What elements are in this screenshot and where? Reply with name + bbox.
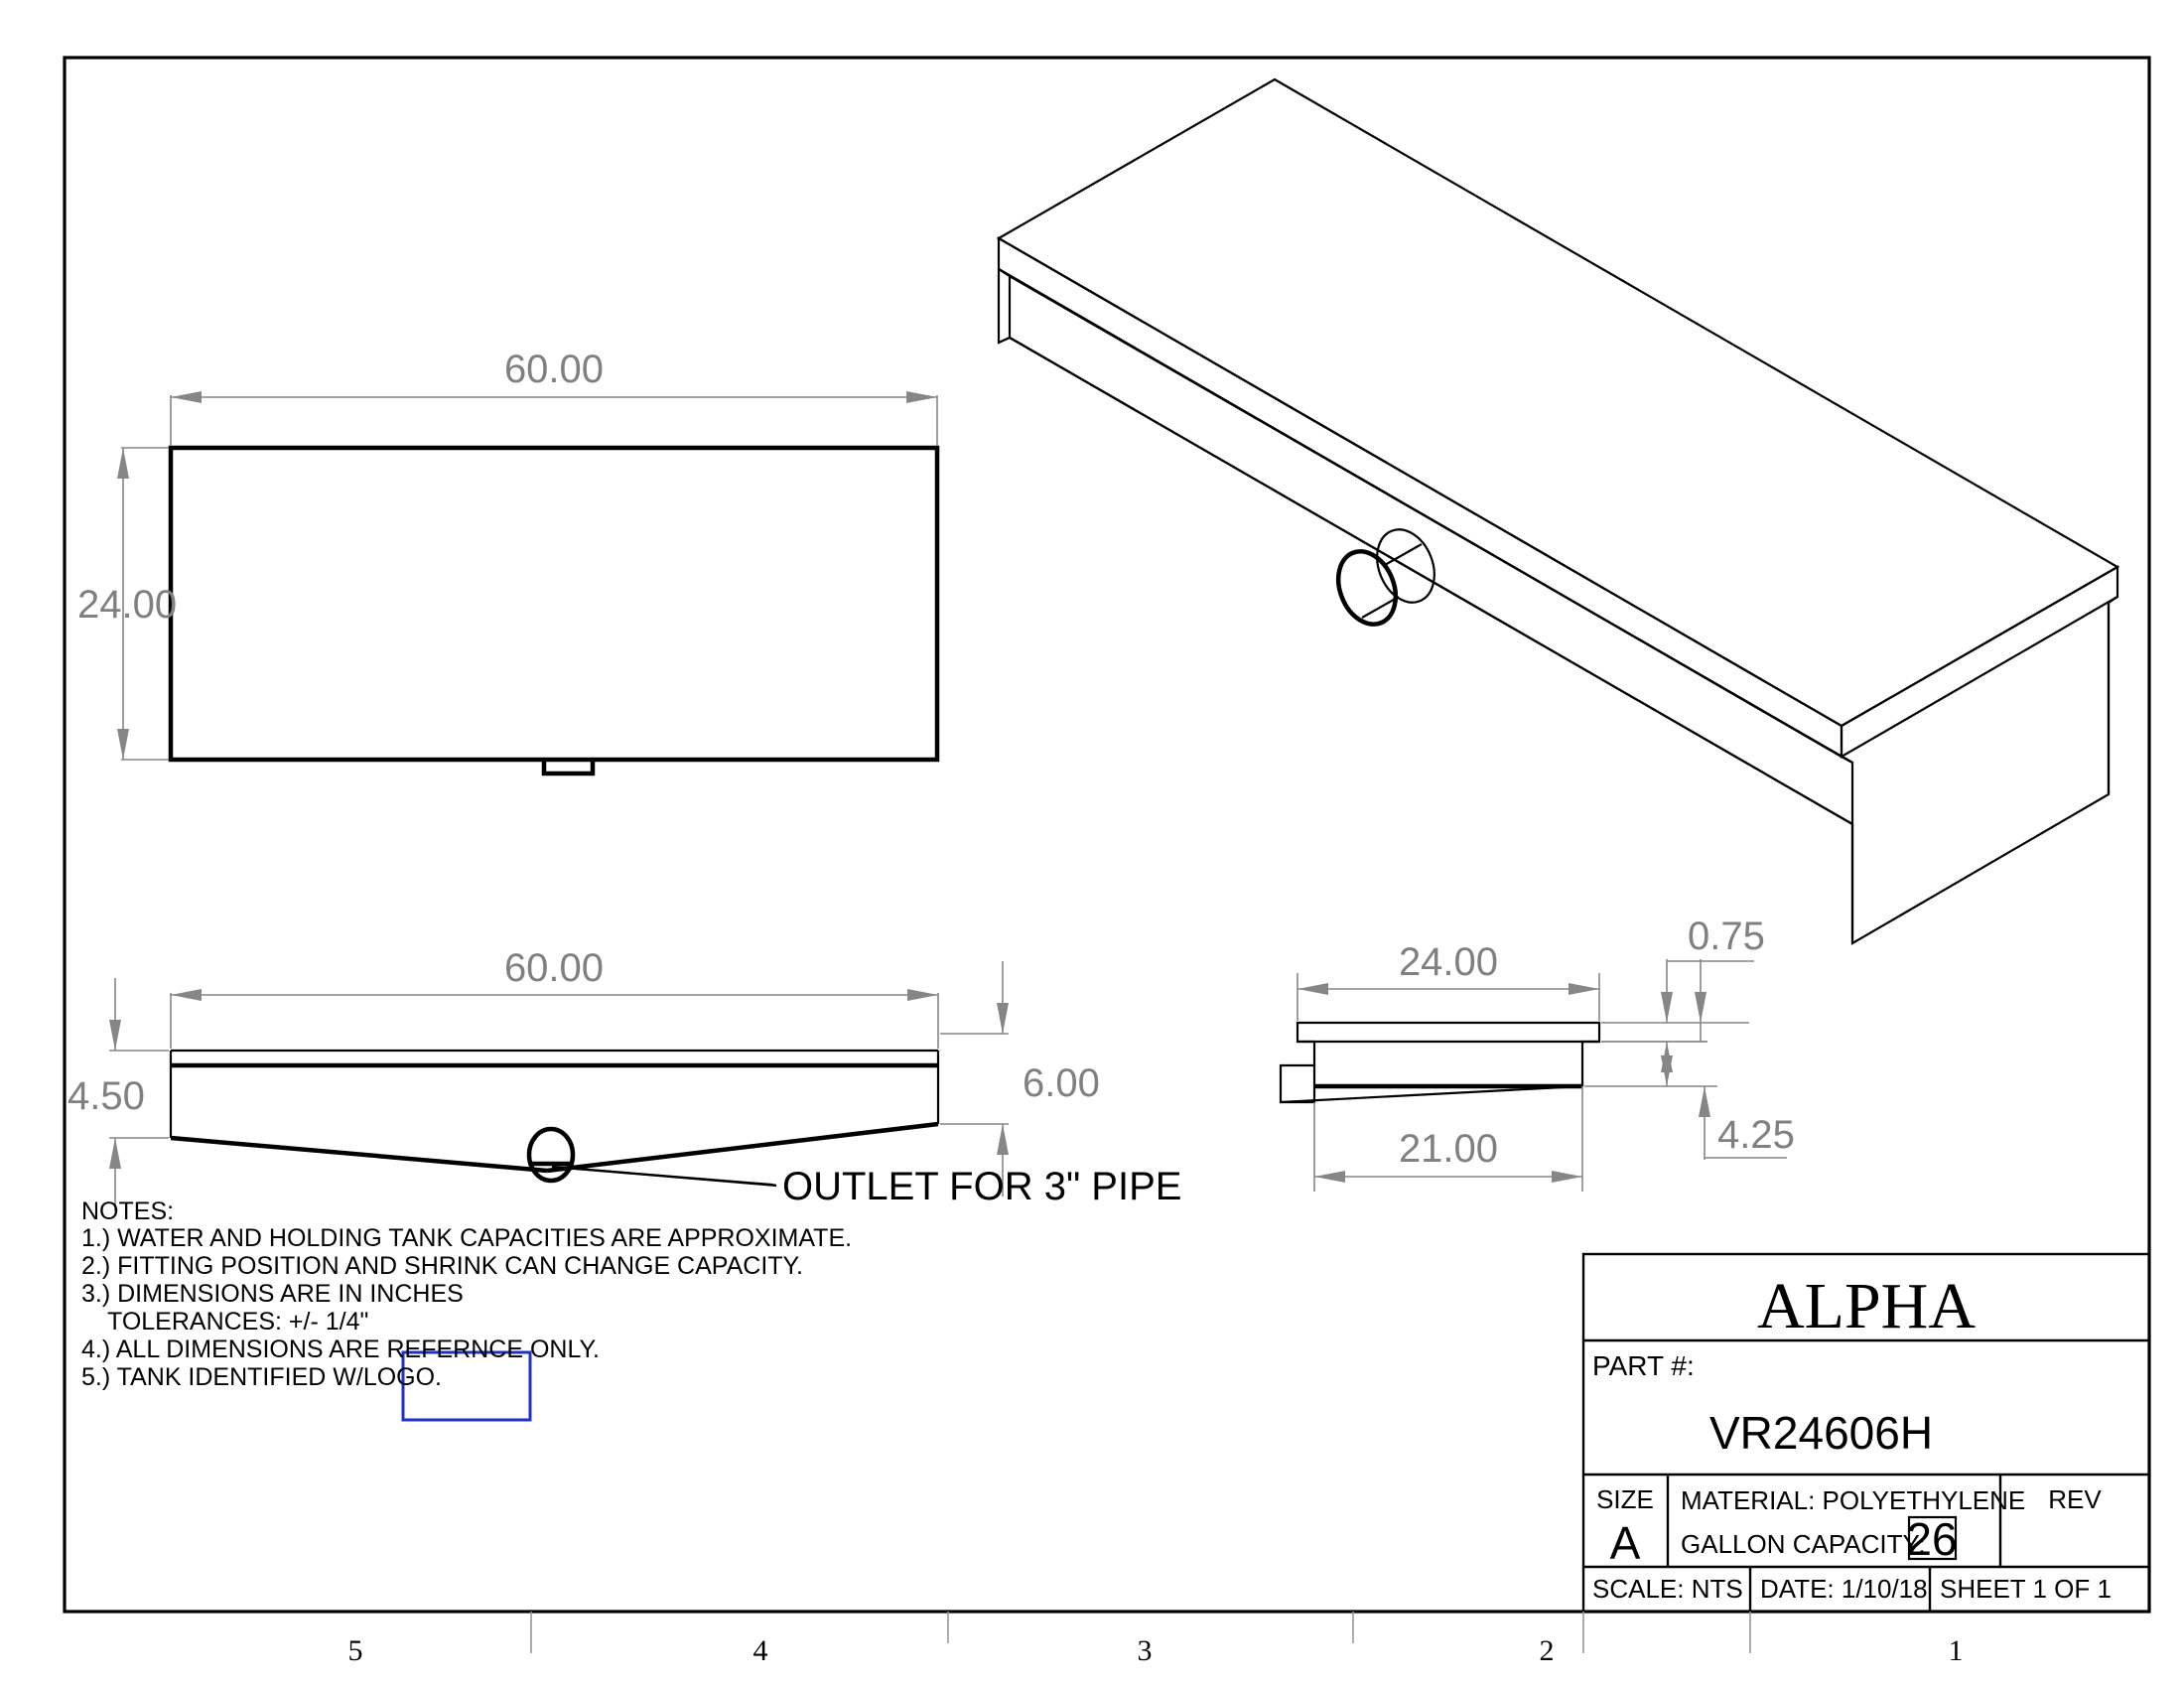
iso-outlet-pipe [1335, 528, 1435, 627]
top-view [168, 445, 940, 776]
gallon-capacity-label: GALLON CAPACITY: [1681, 1529, 1926, 1559]
front-view-length-dimension [170, 989, 939, 1049]
top-view-width-dim-label: 60.00 [504, 348, 604, 391]
sheet-border [63, 56, 2151, 1614]
top-view-outlet-tab [541, 760, 596, 776]
side-view-flange-dim-label: 0.75 [1688, 914, 1765, 958]
zone-ticks [530, 1612, 1751, 1653]
outlet-leader [551, 1165, 777, 1188]
iso-outlet-top-edge [1384, 543, 1423, 566]
side-view-inner-width-dim-label: 21.00 [1399, 1127, 1498, 1171]
side-view-left-step [1297, 1040, 1316, 1065]
logo-placeholder-box [401, 1350, 532, 1422]
part-number-value: VR24606H [1709, 1407, 1933, 1459]
outlet-leader-line-2 [551, 1165, 777, 1188]
side-view-overall-width-dim-label: 24.00 [1399, 940, 1498, 984]
side-view-body-height-dim-label: 4.25 [1717, 1113, 1795, 1157]
top-view-width-dimension [170, 391, 938, 446]
front-view-outlet-circle [526, 1126, 576, 1184]
front-view-bottom-slope-left [170, 1135, 548, 1174]
note-item-2: 2.) FITTING POSITION AND SHRINK CAN CHAN… [81, 1252, 803, 1280]
zone-number-5: 5 [348, 1634, 363, 1667]
company-logo-text: ALPHA [1757, 1270, 1976, 1342]
side-view-inner-width-dimension [1313, 1086, 1583, 1192]
gallon-capacity-value: 26 [1906, 1513, 1957, 1565]
front-view-left-height-dimension [109, 978, 169, 1211]
zone-number-2: 2 [1540, 1634, 1555, 1667]
zone-number-4: 4 [753, 1634, 768, 1667]
side-view-overall-width-dimension [1297, 973, 1600, 1021]
side-view-outer-bottom [1280, 1084, 1583, 1104]
size-value: A [1610, 1517, 1641, 1569]
zone-number-3: 3 [1138, 1634, 1153, 1667]
material-label: MATERIAL: POLYETHYLENE [1681, 1485, 2025, 1515]
front-view-length-dim-label: 60.00 [504, 946, 604, 990]
isometric-view [996, 77, 2120, 945]
side-view [1279, 1021, 1601, 1104]
size-label: SIZE [1596, 1484, 1654, 1514]
title-block-grid [1581, 1252, 2151, 1614]
date-label: DATE: 1/10/18 [1760, 1574, 1928, 1604]
front-view-right-height-dimension [940, 961, 1009, 1196]
side-view-right-step [1580, 1040, 1599, 1086]
part-number-label: PART #: [1592, 1350, 1695, 1381]
top-view-height-dim-label: 24.00 [77, 583, 177, 627]
iso-body-bottom-left [1009, 337, 1853, 825]
gallon-capacity-box [1907, 1515, 1958, 1561]
zone-number-1: 1 [1949, 1634, 1964, 1667]
note-item-3-tolerances: TOLERANCES: +/- 1/4" [107, 1308, 368, 1336]
iso-outlet-bottom-edge [1361, 596, 1400, 619]
note-item-5: 5.) TANK IDENTIFIED W/LOGO. [81, 1363, 442, 1391]
top-view-outline [168, 445, 940, 763]
scale-label: SCALE: NTS [1592, 1574, 1743, 1604]
front-view [169, 1049, 940, 1184]
iso-body-wall-left-end [997, 269, 1011, 345]
iso-outlet-base [1376, 528, 1435, 604]
front-view-left-height-dim-label: 4.50 [68, 1074, 145, 1118]
iso-outlet-opening [1335, 549, 1399, 627]
notes-heading: NOTES: [81, 1197, 174, 1225]
sheet-label: SHEET 1 OF 1 [1940, 1574, 2112, 1604]
front-view-right-height-dim-label: 6.00 [1023, 1061, 1100, 1105]
outlet-note-label: OUTLET FOR 3" PIPE [782, 1165, 1181, 1208]
note-item-4: 4.) ALL DIMENSIONS ARE REFERNCE ONLY. [81, 1336, 600, 1363]
note-item-1: 1.) WATER AND HOLDING TANK CAPACITIES AR… [81, 1224, 852, 1252]
note-item-3: 3.) DIMENSIONS ARE IN INCHES [81, 1280, 464, 1308]
title-block-outline [1581, 1252, 2151, 1614]
rev-label: REV [2048, 1484, 2102, 1514]
side-view-body-height-dimension [1584, 1041, 1787, 1160]
top-view-height-dimension [117, 447, 169, 761]
front-view-bottom-slope-right [546, 1121, 939, 1174]
